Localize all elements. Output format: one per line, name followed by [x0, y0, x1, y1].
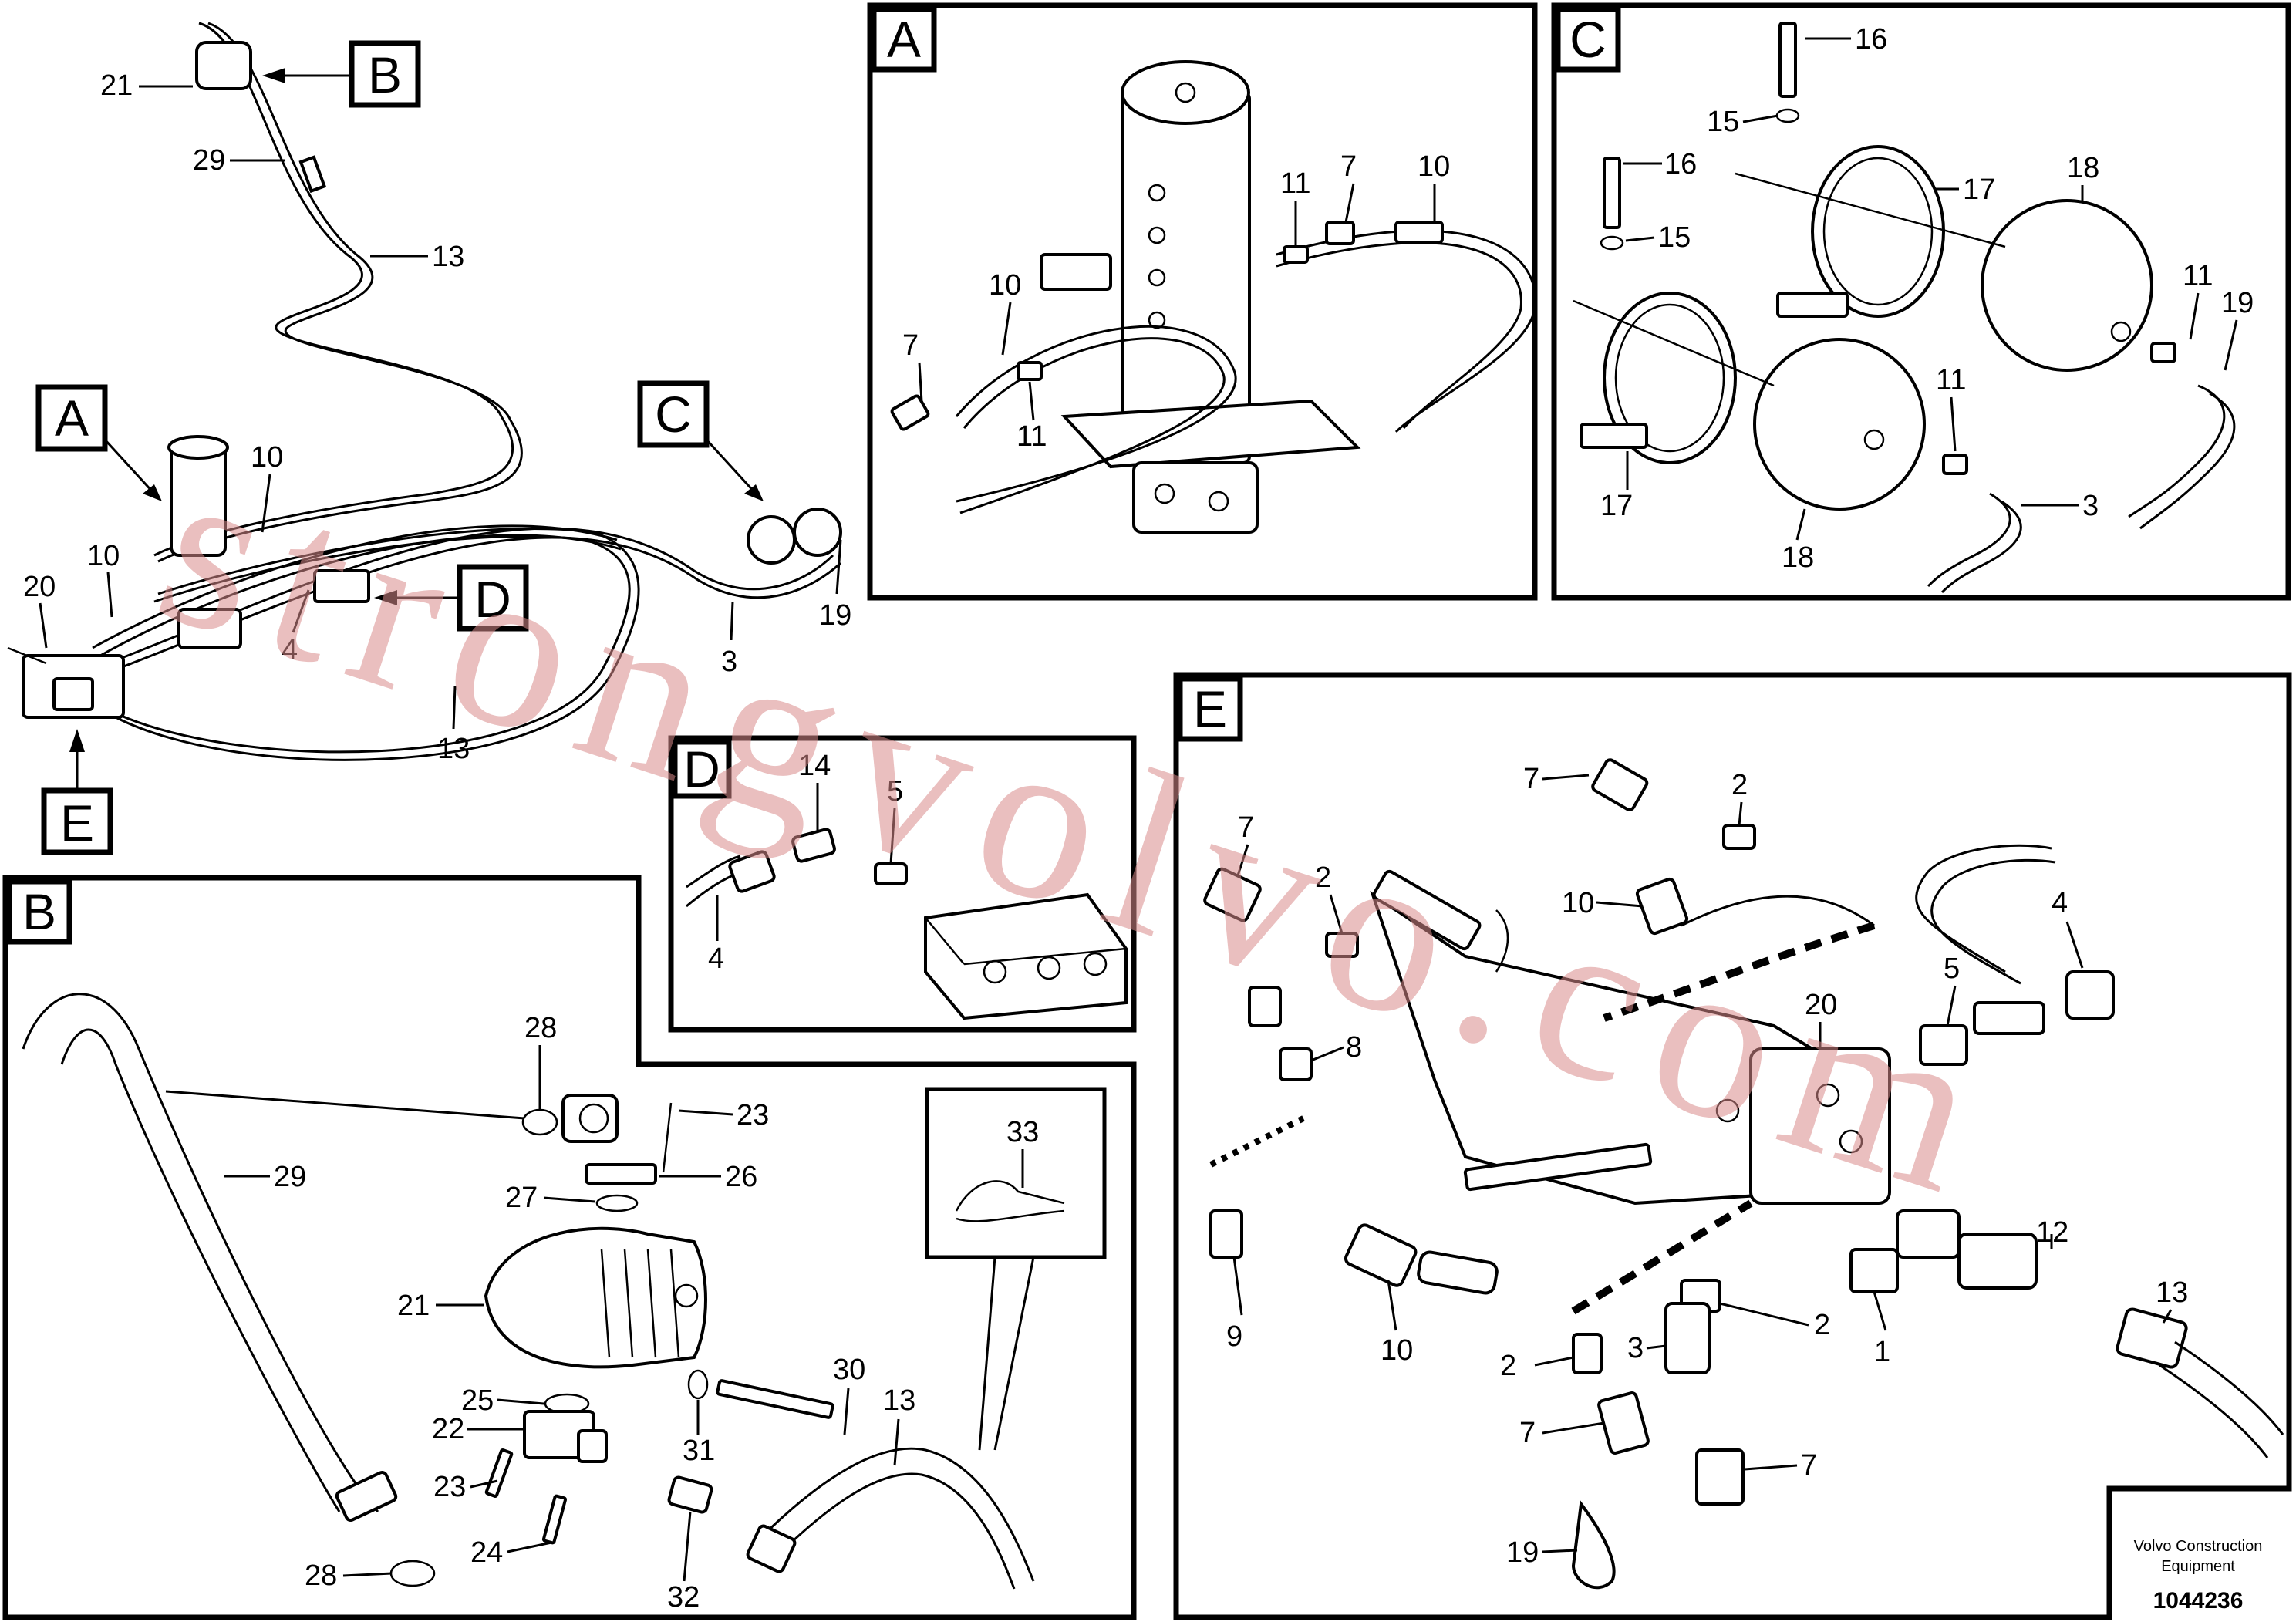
part-number-label: 25 — [461, 1384, 494, 1417]
part-number-label: 20 — [1805, 989, 1837, 1021]
detail-panel-d: D 14 5 4 — [668, 735, 1137, 1033]
part-number-label: 3 — [721, 646, 737, 678]
part-number-label: 11 — [2183, 260, 2213, 292]
panel-letter: E — [1193, 680, 1227, 737]
part-number-label: 18 — [1782, 541, 1814, 574]
part-number-label: 5 — [1944, 953, 1960, 985]
part-number-label: 19 — [819, 599, 851, 632]
part-number-label: 8 — [1346, 1031, 1362, 1064]
overview-assembly — [7, 22, 842, 761]
part-number-label: 33 — [1006, 1116, 1039, 1148]
document-number: 1044236 — [2153, 1588, 2244, 1614]
part-number-label: 3 — [1627, 1332, 1644, 1364]
panel-letter: B — [368, 46, 402, 103]
part-number-label: 18 — [2067, 152, 2099, 184]
part-number-label: 21 — [100, 69, 133, 102]
part-number-label: 28 — [305, 1560, 337, 1592]
company-name: Volvo Construction — [2134, 1538, 2263, 1555]
part-number-label: 10 — [1381, 1334, 1413, 1367]
part-number-label: 4 — [708, 943, 724, 975]
part-number-label: 21 — [397, 1290, 430, 1322]
panel-letter: C — [655, 386, 692, 443]
part-number-label: 20 — [23, 571, 56, 603]
part-number-label: 30 — [833, 1354, 865, 1386]
part-number-label: 29 — [193, 144, 225, 177]
part-number-label: 11 — [1936, 364, 1966, 396]
panel-letter: A — [887, 11, 921, 68]
part-number-label: 13 — [883, 1384, 915, 1417]
part-number-label: 1 — [1874, 1336, 1890, 1368]
detail-panel-c: C 16 15 16 15 17 — [1551, 2, 2291, 601]
part-number-label: 4 — [2052, 887, 2068, 919]
part-number-label: 23 — [433, 1471, 466, 1503]
part-number-label: 2 — [1814, 1309, 1830, 1341]
part-number-label: 13 — [432, 241, 464, 273]
part-number-label: 3 — [2082, 490, 2099, 522]
callout-box-c: C — [637, 380, 764, 501]
part-number-label: 5 — [887, 775, 903, 808]
panel-letter: A — [55, 389, 89, 447]
footer-block: Volvo Construction Equipment 1044236 — [2134, 1538, 2263, 1614]
part-number-label: 13 — [2156, 1276, 2188, 1309]
part-number-label: 15 — [1707, 106, 1739, 138]
callout-box-a: A — [35, 384, 162, 501]
panel-letter: D — [683, 740, 720, 798]
part-number-label: 10 — [989, 269, 1021, 302]
panel-letter: C — [1569, 11, 1607, 68]
part-number-label: 31 — [683, 1435, 715, 1467]
part-number-label: 2 — [1500, 1350, 1516, 1382]
company-name-line2: Equipment — [2161, 1558, 2235, 1575]
part-number-label: 7 — [1238, 811, 1254, 844]
part-number-label: 10 — [1562, 887, 1594, 919]
panel-letter: B — [22, 883, 56, 940]
part-number-label: 7 — [1340, 150, 1357, 183]
part-number-label: 7 — [1801, 1449, 1817, 1482]
part-number-label: 4 — [282, 634, 298, 666]
part-number-label: 13 — [437, 733, 470, 765]
part-number-label: 23 — [737, 1099, 769, 1131]
part-number-label: 2 — [1315, 862, 1331, 894]
callout-box-b: B — [262, 40, 421, 108]
part-number-label: 10 — [1418, 150, 1450, 183]
detail-panel-b: B 28 — [2, 875, 1137, 1620]
callout-box-d: D — [374, 564, 529, 632]
part-number-label: 7 — [1523, 763, 1539, 795]
part-number-label: 15 — [1658, 221, 1691, 254]
part-number-label: 14 — [798, 750, 831, 782]
part-number-label: 22 — [432, 1413, 464, 1445]
part-number-label: 26 — [725, 1161, 757, 1193]
part-number-label: 7 — [1519, 1417, 1536, 1449]
part-number-label: 24 — [470, 1536, 503, 1569]
overview-labels: 21 29 13 10 10 20 4 3 19 13 — [23, 69, 851, 765]
part-number-label: 7 — [902, 329, 919, 362]
part-number-label: 29 — [274, 1161, 306, 1193]
callout-box-e: E — [41, 729, 113, 855]
panel-letter: D — [474, 571, 511, 628]
panel-letter: E — [60, 794, 94, 851]
part-number-label: 11 — [1017, 420, 1047, 453]
part-number-label: 16 — [1664, 148, 1697, 180]
detail-panel-e: E — [1173, 672, 2292, 1620]
part-number-label: 27 — [505, 1182, 538, 1214]
detail-panel-a: A 10 7 11 11 7 10 — [867, 2, 1538, 601]
part-number-label: 10 — [87, 540, 120, 572]
part-number-label: 11 — [1280, 167, 1310, 200]
part-number-label: 32 — [667, 1581, 700, 1614]
part-number-label: 17 — [1600, 490, 1633, 522]
part-number-label: 19 — [1506, 1536, 1539, 1569]
part-number-label: 28 — [524, 1012, 557, 1044]
part-number-label: 9 — [1226, 1320, 1242, 1353]
part-number-label: 16 — [1855, 23, 1887, 56]
part-number-label: 19 — [2221, 287, 2254, 319]
part-number-label: 2 — [1731, 769, 1748, 801]
part-number-label: 10 — [251, 441, 283, 474]
part-number-label: 17 — [1963, 174, 1995, 206]
